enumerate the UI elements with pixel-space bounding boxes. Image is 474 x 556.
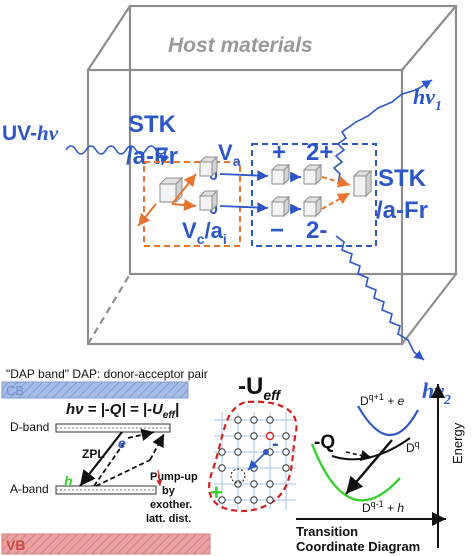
transition-label-2: Coordinate Diagram xyxy=(296,539,420,554)
pump-path-bottom xyxy=(95,459,151,487)
defect-cube-top-1 xyxy=(198,155,219,178)
transition-label-1: Transition xyxy=(296,524,358,539)
defect-cube-right xyxy=(352,169,373,198)
d-band-label: D-band xyxy=(10,420,49,434)
defect-cube-bottom-1 xyxy=(198,189,219,212)
energy-label: Energy xyxy=(450,422,465,464)
pump-label-2: by xyxy=(162,485,176,497)
va-label: Va xyxy=(218,140,241,169)
hv1-wave xyxy=(332,79,433,185)
dq-label: Dq xyxy=(406,439,420,455)
hv2-wave xyxy=(335,235,425,361)
vacancy-site xyxy=(230,468,246,484)
host-box-back-face xyxy=(128,4,458,276)
zero-top: 0 xyxy=(209,167,218,184)
cb-band xyxy=(1,381,189,399)
ueff-blob xyxy=(208,400,298,513)
blue-dashed-box xyxy=(251,143,377,247)
defect-cube-bottom-2 xyxy=(270,195,291,218)
dq1h-label: Dq-1 + h xyxy=(362,499,404,515)
host-box-front-face xyxy=(86,68,404,346)
minus-label: − xyxy=(270,217,284,244)
vc-ai-label: Vc/ai xyxy=(182,218,227,247)
defect-cube-top-3 xyxy=(302,163,323,186)
dap-band-title: "DAP band" DAP: donor-acceptor pair xyxy=(6,367,208,381)
cb-label: CB xyxy=(6,383,24,398)
defect-cube-top-2 xyxy=(270,163,291,186)
ueff-label: -Ueff xyxy=(238,373,282,403)
two-minus-label: 2- xyxy=(306,217,327,244)
pump-label-4: latt. dist. xyxy=(146,513,191,525)
lattice-plus-label: + xyxy=(210,480,223,505)
zpl-arrow xyxy=(79,431,123,487)
hv2-label: hν2 xyxy=(422,378,451,408)
dq1e-label: Dq+1 + e xyxy=(360,392,405,408)
host-materials-label: Host materials xyxy=(168,34,313,57)
vb-band xyxy=(1,533,211,555)
middle-parabola xyxy=(331,437,411,461)
electron-drift-arrow xyxy=(247,451,267,471)
pump-label-1: Pump-up xyxy=(150,471,198,483)
zero-bottom: 0 xyxy=(209,201,218,218)
a-band-label: A-band xyxy=(10,482,49,496)
lattice-minus-label: - xyxy=(272,433,279,455)
uv-label: UV-hν xyxy=(2,121,59,145)
red-donor-atom xyxy=(265,431,275,441)
lattice-atoms xyxy=(218,416,290,504)
lower-parabola xyxy=(310,443,401,502)
hole-label: h xyxy=(64,473,73,489)
stk-right-line2: /a-Fr xyxy=(376,197,428,224)
pump-path-lower xyxy=(93,439,127,487)
stk-right-line1: STK xyxy=(378,165,427,192)
pump-path-rise xyxy=(149,433,165,461)
stk-left-line1: STK xyxy=(128,111,177,138)
neg-q-arrow xyxy=(345,450,373,461)
host-box xyxy=(86,4,458,346)
plus-label: + xyxy=(272,139,286,166)
neg-q-label: -Q xyxy=(314,432,335,453)
pump-label-3: exother. xyxy=(150,499,192,511)
defect-cube-center xyxy=(158,176,184,204)
transition-arrow xyxy=(345,439,393,495)
hv1-label: hν1 xyxy=(413,84,442,114)
lattice-grid xyxy=(214,412,296,510)
upper-parabola xyxy=(357,405,419,437)
stk-left-line2: /a-Fr xyxy=(126,143,178,170)
zpl-label: ZPL xyxy=(82,447,105,461)
electron-label: e xyxy=(118,435,126,451)
hv-equation: hν = |-Q| = |-Ueff| xyxy=(66,401,179,421)
uv-wave xyxy=(65,145,170,166)
defect-cube-bottom-3 xyxy=(302,195,323,218)
vb-label: VB xyxy=(6,537,25,553)
pump-path-upper xyxy=(127,428,155,441)
two-plus-label: 2+ xyxy=(306,139,333,166)
